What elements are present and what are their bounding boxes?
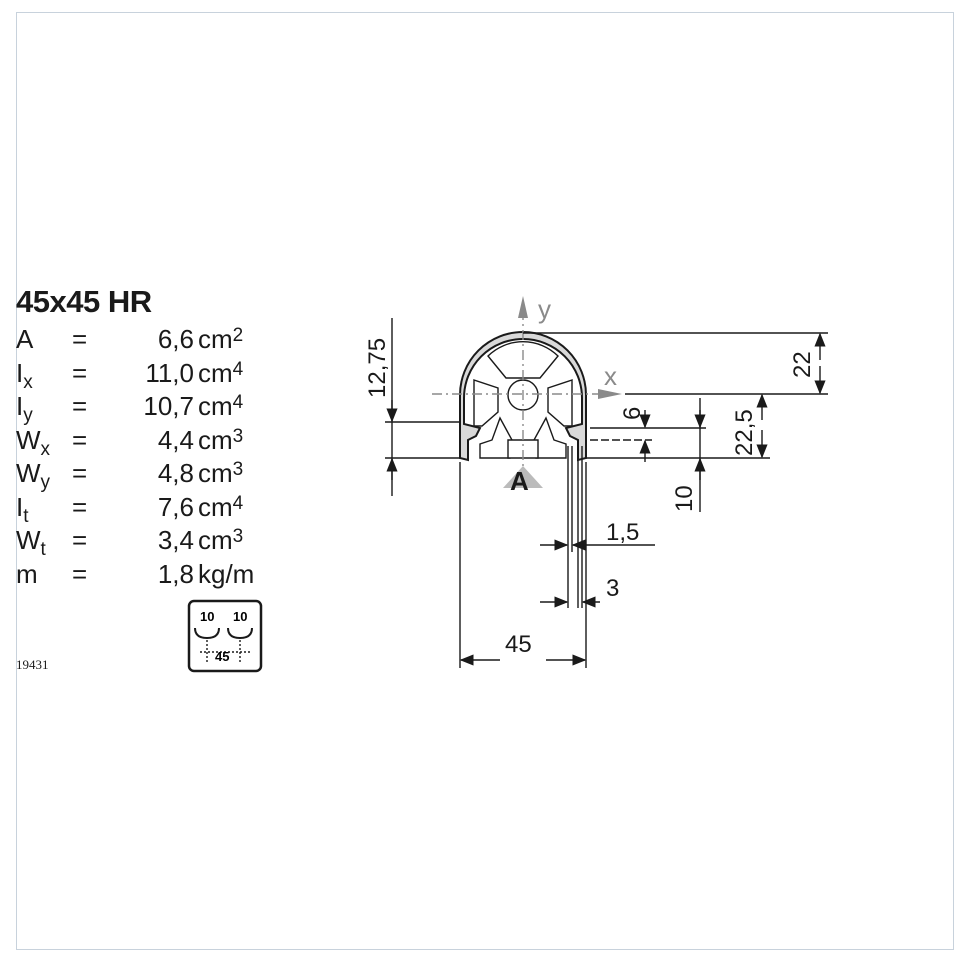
property-value: 11,0 <box>145 357 194 388</box>
property-unit: cm2 <box>198 324 244 354</box>
property-unit: cm4 <box>198 357 244 388</box>
property-unit: kg/m <box>198 558 255 589</box>
dim-3: 3 <box>606 575 619 602</box>
slot-icon <box>187 599 263 673</box>
property-value: 1,8 <box>157 558 194 589</box>
x-axis-arrow-icon <box>598 389 622 399</box>
dim-22-5: 22,5 <box>731 409 758 456</box>
property-unit: cm3 <box>198 458 244 488</box>
property-value: 3,4 <box>157 525 194 555</box>
x-axis-label: x <box>604 361 617 391</box>
slot-right-label: 10 <box>233 609 247 624</box>
equals-sign: = <box>72 458 88 488</box>
dim-6: 6 <box>619 407 646 420</box>
equals-sign: = <box>72 391 88 421</box>
dim-12-75: 12,75 <box>364 338 391 398</box>
y-axis-arrow-icon <box>518 296 528 318</box>
dim-45: 45 <box>505 631 532 658</box>
property-symbol: It <box>16 491 29 527</box>
slot-pitch-label: 45 <box>215 649 229 664</box>
property-symbol: Iy <box>16 391 33 426</box>
view-arrow-icon <box>503 466 543 488</box>
dim-10: 10 <box>671 485 698 512</box>
property-unit: cm4 <box>198 391 244 421</box>
profile-title: 45x45 HR <box>16 284 152 319</box>
property-unit: cm3 <box>198 424 244 455</box>
property-value: 4,8 <box>157 458 194 488</box>
property-symbol: A <box>16 324 34 354</box>
equals-sign: = <box>72 558 88 589</box>
equals-sign: = <box>72 424 88 455</box>
frame <box>16 12 954 950</box>
property-value: 4,4 <box>157 424 194 455</box>
property-value: 7,6 <box>157 491 194 522</box>
property-symbol: Wx <box>16 424 51 460</box>
view-label: A <box>510 466 529 496</box>
property-symbol: Wt <box>16 525 46 560</box>
property-unit: cm3 <box>198 525 244 555</box>
dim-1-5: 1,5 <box>606 519 639 546</box>
drawing-code: 19431 <box>16 657 49 672</box>
y-axis-label: y <box>538 294 551 324</box>
equals-sign: = <box>72 324 88 354</box>
property-unit: cm4 <box>198 491 244 522</box>
slot-left-label: 10 <box>200 609 214 624</box>
equals-sign: = <box>72 525 88 555</box>
property-symbol: Ix <box>16 357 33 393</box>
property-symbol: m <box>16 558 38 589</box>
dim-22: 22 <box>789 351 816 378</box>
property-value: 10,7 <box>143 391 194 421</box>
property-symbol: Wy <box>16 458 51 493</box>
equals-sign: = <box>72 491 88 522</box>
equals-sign: = <box>72 357 88 388</box>
property-value: 6,6 <box>157 324 194 354</box>
